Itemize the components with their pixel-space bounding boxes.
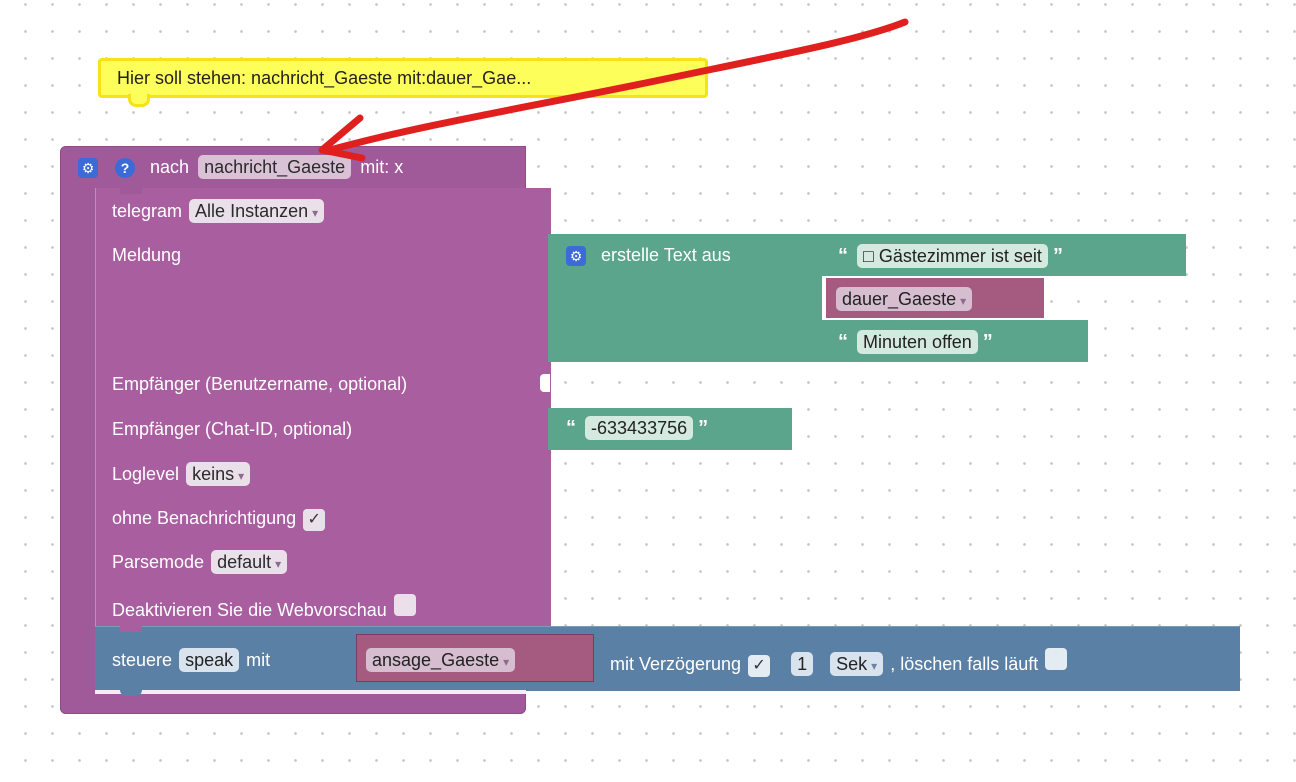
chat-id-field[interactable]: -633433756 bbox=[585, 416, 694, 440]
instance-dropdown[interactable]: Alle Instanzen▾ bbox=[189, 199, 325, 223]
delay-checkbox[interactable]: ✓ bbox=[748, 655, 771, 677]
comment-tail bbox=[128, 94, 150, 107]
text-join-block[interactable] bbox=[548, 234, 822, 362]
text-part-2: dauer_Gaeste▾ bbox=[836, 287, 973, 311]
delay-label: mit Verzögerung bbox=[610, 654, 742, 674]
comment-bubble[interactable]: Hier soll stehen: nachricht_Gaeste mit:d… bbox=[98, 58, 708, 98]
loglevel-row: Loglevel keins▾ bbox=[112, 462, 251, 486]
telegram-block[interactable] bbox=[95, 188, 551, 626]
chevron-down-icon: ▾ bbox=[871, 659, 878, 673]
text-join-label: erstelle Text aus bbox=[601, 245, 731, 265]
chevron-down-icon: ▾ bbox=[275, 557, 282, 571]
silent-label: ohne Benachrichtigung bbox=[112, 508, 297, 528]
loglevel-label: Loglevel bbox=[112, 464, 180, 484]
chevron-down-icon: ▾ bbox=[503, 655, 510, 669]
variable-dropdown-dauer[interactable]: dauer_Gaeste▾ bbox=[836, 287, 973, 311]
text-field-1[interactable]: □ Gästezimmer ist seit bbox=[857, 244, 1048, 268]
recipient-user-label: Empfänger (Benutzername, optional) bbox=[112, 374, 408, 394]
control-target-field[interactable]: speak bbox=[179, 648, 240, 672]
chat-id-row: “ -633433756 ” bbox=[566, 416, 708, 440]
control-row: steuere speak mit bbox=[112, 648, 270, 672]
variable-name: dauer_Gaeste bbox=[842, 289, 957, 309]
parsemode-value: default bbox=[217, 552, 272, 572]
gear-icon[interactable]: ⚙ bbox=[566, 246, 586, 266]
control-delay-row: mit Verzögerung ✓ 1 Sek▾ , löschen falls… bbox=[610, 648, 1068, 677]
loglevel-dropdown[interactable]: keins▾ bbox=[186, 462, 251, 486]
message-label: Meldung bbox=[112, 245, 182, 265]
text-field-3[interactable]: Minuten offen bbox=[857, 330, 978, 354]
disable-preview-checkbox[interactable] bbox=[393, 594, 416, 616]
open-quote-icon: “ bbox=[838, 245, 848, 267]
variable-dropdown-ansage[interactable]: ansage_Gaeste▾ bbox=[366, 648, 516, 672]
help-icon[interactable]: ? bbox=[115, 158, 136, 178]
unit-value: Sek bbox=[836, 654, 868, 674]
chevron-down-icon: ▾ bbox=[312, 206, 319, 220]
close-quote-icon: ” bbox=[982, 331, 993, 353]
close-quote-icon: ” bbox=[1052, 245, 1063, 267]
unit-dropdown[interactable]: Sek▾ bbox=[830, 652, 884, 676]
close-quote-icon: ” bbox=[698, 417, 709, 439]
recipient-chat-label: Empfänger (Chat-ID, optional) bbox=[112, 419, 353, 439]
text-join-header: ⚙ erstelle Text aus bbox=[566, 244, 731, 266]
statement-notch bbox=[120, 690, 142, 696]
open-quote-icon: “ bbox=[566, 417, 576, 439]
control-with-label: mit bbox=[246, 650, 271, 670]
procedure-name-field[interactable]: nachricht_Gaeste bbox=[198, 155, 352, 179]
control-label: steuere bbox=[112, 650, 173, 670]
chevron-down-icon: ▾ bbox=[238, 469, 245, 483]
parsemode-label: Parsemode bbox=[112, 552, 205, 572]
clear-checkbox[interactable] bbox=[1045, 648, 1068, 670]
procedure-footer-gap bbox=[95, 690, 526, 694]
empty-input-socket[interactable] bbox=[540, 374, 550, 392]
clear-label: , löschen falls läuft bbox=[890, 654, 1039, 674]
disable-preview-row: Deaktivieren Sie die Webvorschau bbox=[112, 594, 416, 621]
procedure-params-label: mit: x bbox=[360, 157, 404, 177]
statement-notch bbox=[120, 626, 142, 632]
telegram-label: telegram bbox=[112, 201, 183, 221]
variable-name: ansage_Gaeste bbox=[372, 650, 500, 670]
comment-text: Hier soll stehen: nachricht_Gaeste mit:d… bbox=[117, 68, 532, 88]
silent-checkbox[interactable]: ✓ bbox=[303, 509, 326, 531]
silent-row: ohne Benachrichtigung ✓ bbox=[112, 507, 326, 531]
loglevel-value: keins bbox=[192, 464, 235, 484]
text-part-1: “ □ Gästezimmer ist seit ” bbox=[838, 244, 1063, 268]
parsemode-row: Parsemode default▾ bbox=[112, 550, 288, 574]
parsemode-dropdown[interactable]: default▾ bbox=[211, 550, 288, 574]
disable-preview-label: Deaktivieren Sie die Webvorschau bbox=[112, 600, 387, 620]
delay-value-field[interactable]: 1 bbox=[791, 652, 814, 676]
instance-value: Alle Instanzen bbox=[195, 201, 309, 221]
procedure-header: ⚙ ? nach nachricht_Gaeste mit: x bbox=[78, 155, 403, 179]
gear-icon[interactable]: ⚙ bbox=[78, 158, 98, 178]
annotation-arrow-head bbox=[318, 114, 366, 162]
text-part-3: “ Minuten offen ” bbox=[838, 330, 993, 354]
chevron-down-icon: ▾ bbox=[960, 294, 967, 308]
statement-notch bbox=[120, 188, 142, 194]
procedure-name-label: nach bbox=[150, 157, 190, 177]
annotation-arrow-shaft bbox=[326, 18, 909, 154]
telegram-row: telegram Alle Instanzen▾ bbox=[112, 199, 325, 223]
open-quote-icon: “ bbox=[838, 331, 848, 353]
control-value-row: ansage_Gaeste▾ bbox=[366, 648, 516, 672]
